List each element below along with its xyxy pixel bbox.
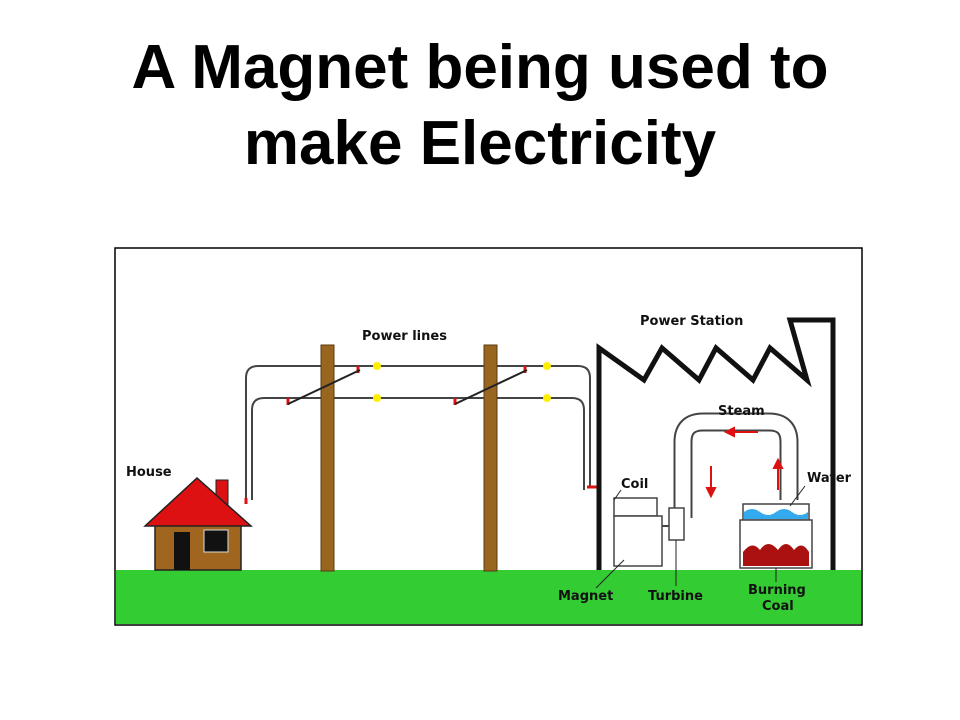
label-house: House: [126, 465, 172, 480]
house: [143, 476, 253, 571]
slide-title: A Magnet being used to make Electricity: [0, 30, 960, 182]
leader-lines: [595, 485, 806, 589]
burning-coal: [739, 519, 813, 569]
steam-pipe: [673, 412, 799, 518]
water-tank: [742, 503, 810, 521]
label-water: Water: [807, 471, 852, 486]
label-coil: Coil: [621, 477, 648, 492]
power-line-cables: [245, 365, 591, 500]
steam-flow-arrows: [705, 426, 784, 499]
power-pole-2: [454, 344, 551, 572]
magnet: [613, 515, 663, 567]
label-power-lines: Power lines: [362, 329, 447, 344]
label-power-station: Power Station: [640, 314, 743, 329]
power-station-building: [596, 317, 836, 570]
label-burning: Burning: [748, 583, 806, 598]
title-line-2: make Electricity: [243, 109, 717, 178]
label-turbine: Turbine: [648, 589, 703, 604]
ground: [116, 570, 861, 624]
power-pole-1: [287, 344, 381, 572]
coil: [613, 497, 658, 517]
label-coal: Coal: [762, 599, 794, 614]
title-line-1: A Magnet being used to: [131, 33, 829, 102]
label-magnet: Magnet: [558, 589, 613, 604]
label-steam: Steam: [718, 404, 765, 419]
